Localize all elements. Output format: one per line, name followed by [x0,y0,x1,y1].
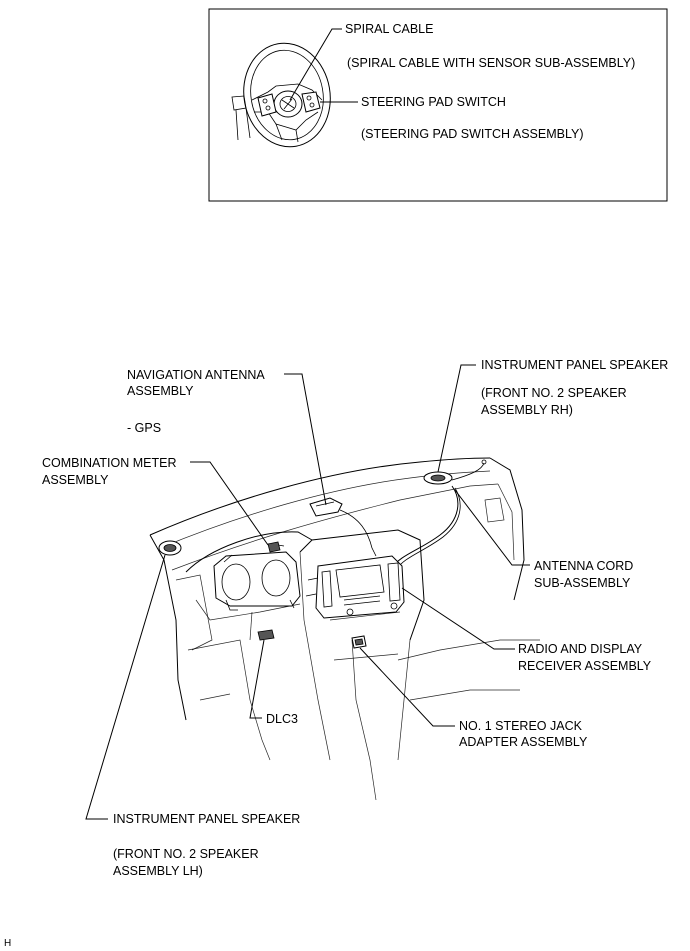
radio-label-line1: RADIO AND DISPLAY [518,642,643,656]
speaker-rh-leader [437,364,476,473]
speaker-rh-label-line2: (FRONT NO. 2 SPEAKER [481,386,627,400]
combo-meter-leader [190,461,269,546]
speaker-rh-label-line1: INSTRUMENT PANEL SPEAKER [481,358,668,372]
inset-frame [208,8,668,202]
steering-wheel-drawing [231,42,331,148]
nav-antenna-part [309,497,343,517]
spiral-cable-label: SPIRAL CABLE [345,22,433,36]
radio-receiver-part [305,555,405,619]
steering-inset: SPIRAL CABLE (SPIRAL CABLE WITH SENSOR S… [208,8,668,202]
speaker-rh-label-line3: ASSEMBLY RH) [481,403,573,417]
radio-label-line2: RECEIVER ASSEMBLY [518,659,652,673]
antenna-cord-leader [454,489,530,566]
stereo-jack-leader [359,647,455,727]
corner-mark: H [4,938,11,949]
speaker-lh-label-line3: ASSEMBLY LH) [113,864,203,878]
gps-label: - GPS [127,421,161,435]
antenna-cord-label-line2: SUB-ASSEMBLY [534,576,631,590]
nav-antenna-label-line2: ASSEMBLY [127,384,194,398]
dlc3-label: DLC3 [266,712,298,726]
speaker-lh-label-line2: (FRONT NO. 2 SPEAKER [113,847,259,861]
nav-antenna-label-line1: NAVIGATION ANTENNA [127,368,265,382]
leader-lines [85,364,530,820]
radio-leader [401,587,515,650]
speaker-lh-leader [85,554,166,820]
spiral-cable-leader [289,28,342,101]
steering-pad-switch-sub-label: (STEERING PAD SWITCH ASSEMBLY) [361,127,584,141]
callout-labels: NAVIGATION ANTENNA ASSEMBLY - GPS COMBIN… [4,358,668,949]
combo-meter-label-line1: COMBINATION METER [42,456,177,470]
combo-meter-part [213,541,301,611]
steering-pad-switch-label: STEERING PAD SWITCH [361,95,506,109]
speaker-lh-label-line1: INSTRUMENT PANEL SPEAKER [113,812,300,826]
dlc3-leader [249,639,265,719]
nav-antenna-leader [284,373,327,506]
dlc3-part [257,629,275,641]
dashboard-drawing [149,457,540,801]
spiral-cable-sub-label: (SPIRAL CABLE WITH SENSOR SUB-ASSEMBLY) [347,56,635,70]
antenna-cord-label-line1: ANTENNA CORD [534,559,633,573]
combo-meter-label-line2: ASSEMBLY [42,473,109,487]
stereo-jack-label-line1: NO. 1 STEREO JACK [459,719,583,733]
stereo-jack-label-line2: ADAPTER ASSEMBLY [459,735,588,749]
